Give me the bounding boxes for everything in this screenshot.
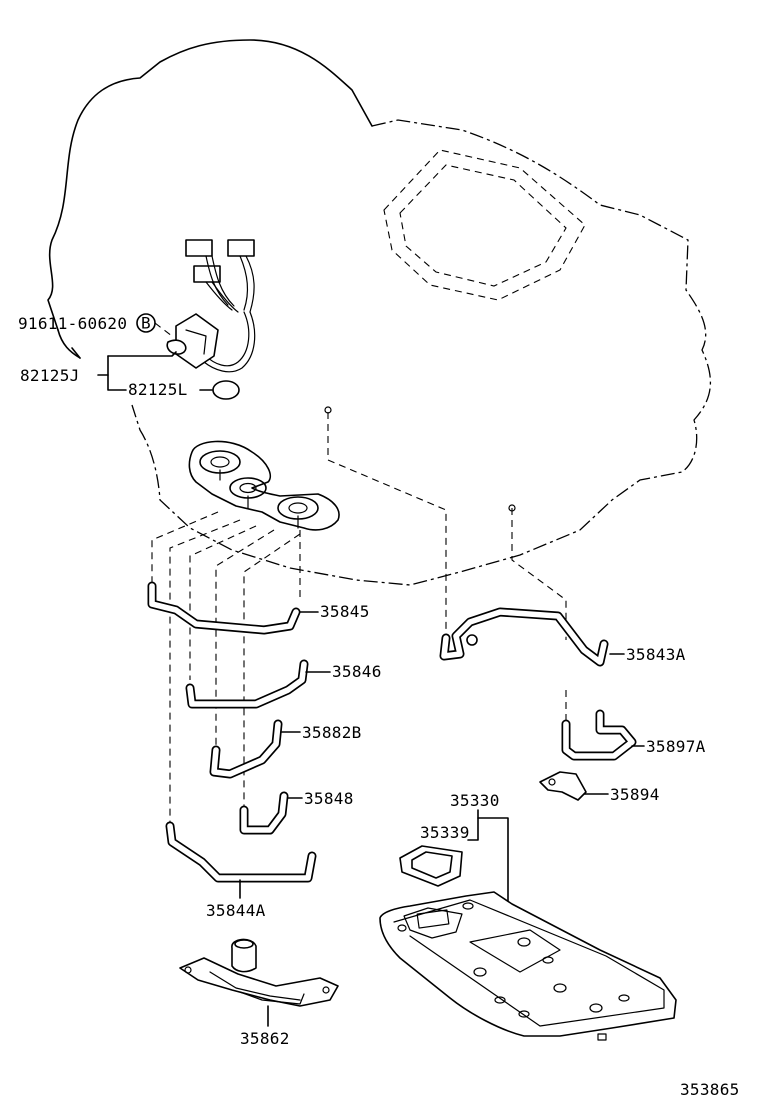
valve-body-pump xyxy=(188,440,340,531)
tube-35844a xyxy=(165,821,317,899)
harness-callout-bracket xyxy=(71,347,213,391)
clamp-35894 xyxy=(539,771,609,801)
diagram-reference-code: 353865 xyxy=(680,1080,740,1099)
bracket-35862 xyxy=(179,938,339,1027)
transmission-case-outline xyxy=(47,39,712,586)
label-35844a: 35844A xyxy=(206,901,266,920)
label-35330: 35330 xyxy=(450,791,500,810)
label-35894: 35894 xyxy=(610,785,660,804)
label-82125l: 82125L xyxy=(128,380,188,399)
tube-35882b xyxy=(209,719,301,779)
label-35846: 35846 xyxy=(332,662,382,681)
label-91611-60620: 91611-60620 xyxy=(18,314,127,333)
label-82125j: 82125J xyxy=(20,366,80,385)
label-35848: 35848 xyxy=(304,789,354,808)
o-ring-82125l xyxy=(212,380,240,400)
tube-35897a xyxy=(561,709,645,761)
label-35843a: 35843A xyxy=(626,645,686,664)
label-35882b: 35882B xyxy=(302,723,362,742)
bolt-marker-letter: B xyxy=(141,314,151,333)
gasket-35339 xyxy=(399,809,509,907)
label-35862: 35862 xyxy=(240,1029,290,1048)
alignment-lines-left xyxy=(151,406,567,822)
tube-35843a xyxy=(439,607,625,667)
case-inner-ring xyxy=(383,149,586,301)
label-35897a: 35897A xyxy=(646,737,706,756)
bolt-marker-group: B xyxy=(136,313,240,400)
wire-harness-82125j xyxy=(166,239,256,373)
tube-35846 xyxy=(185,659,331,709)
label-35845: 35845 xyxy=(320,602,370,621)
label-35339: 35339 xyxy=(420,823,470,842)
tube-35848 xyxy=(239,791,303,835)
tube-35845 xyxy=(147,581,319,635)
callout-labels: 91611-60620 82125J 82125L 35845 35846 35… xyxy=(18,314,740,1099)
oil-pan-35330 xyxy=(379,891,677,1041)
